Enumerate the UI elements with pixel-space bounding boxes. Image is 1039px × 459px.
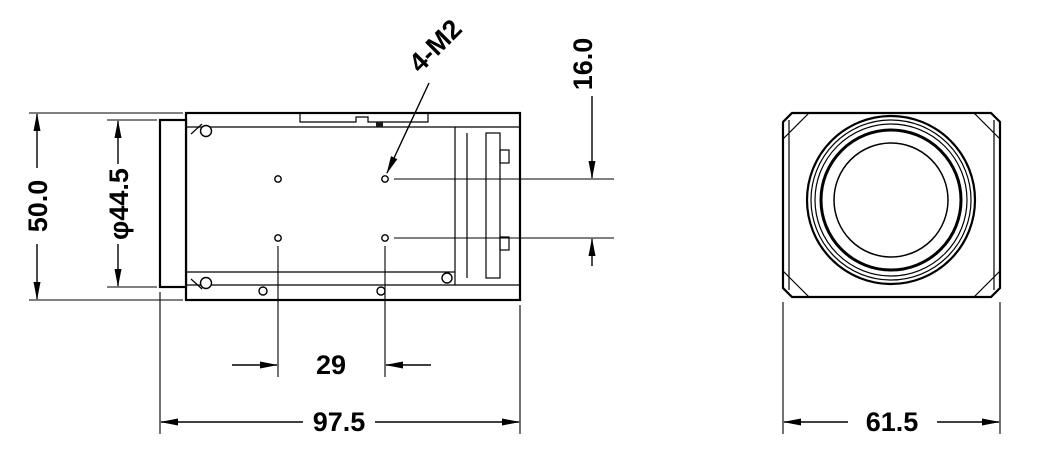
mounting-holes [274,175,389,242]
corner-detail [190,123,203,135]
corner-chamfer [782,270,810,298]
dim-hole-spacing-horizontal-label: 29 [316,350,346,380]
front-body-outline [781,111,1002,299]
top-recess [299,113,429,123]
corner-detail [190,278,203,290]
dimension-overall-width: 61.5 [782,302,1001,437]
body-outline [184,111,522,302]
dimension-hole-spacing-horizontal: 29 [232,246,431,380]
internal-plate [485,132,501,279]
dim-overall-width-label: 61.5 [866,407,919,437]
top-detail-dot [376,122,383,127]
lens-glass-edge [833,142,949,258]
screw-icon [441,272,453,284]
screw-icon [258,286,268,296]
lens [805,114,977,286]
dim-overall-length-label: 97.5 [313,407,366,437]
dimension-lens-diameter: φ44.5 [104,119,157,288]
internal-tab [499,236,510,251]
leader-line [386,82,430,174]
lens-bezel [819,128,963,272]
dim-hole-spacing-vertical-label: 16.0 [568,38,598,91]
front-plate [158,118,188,289]
dimension-overall-length: 97.5 [159,292,521,437]
m2-hole [381,234,389,242]
front-view: 61.5 [781,111,1002,437]
dimension-overall-height: 50.0 [23,112,183,301]
internal-tab [499,149,510,164]
corner-chamfer [973,270,1001,298]
dim-lens-diameter-label: φ44.5 [104,168,134,240]
screw-icon [199,124,213,138]
side-view-outline [158,111,522,302]
lens-ring-outer [805,114,977,286]
m2-hole [381,175,389,183]
dimension-hole-spacing-vertical: 16.0 [394,38,614,266]
lens-ring [810,119,972,281]
corner-chamfer [973,112,1001,140]
m2-hole [274,234,282,242]
dim-overall-height-label: 50.0 [23,180,53,233]
front-view-outline [781,111,1002,299]
m2-hole [274,175,282,183]
screw-icon [376,286,386,296]
corner-chamfer [782,112,810,140]
lens-ring [814,123,968,277]
thread-callout-label: 4-M2 [403,14,468,79]
screw-icon [199,276,213,290]
side-view: 50.0 φ44.5 4-M2 16.0 [23,14,614,437]
